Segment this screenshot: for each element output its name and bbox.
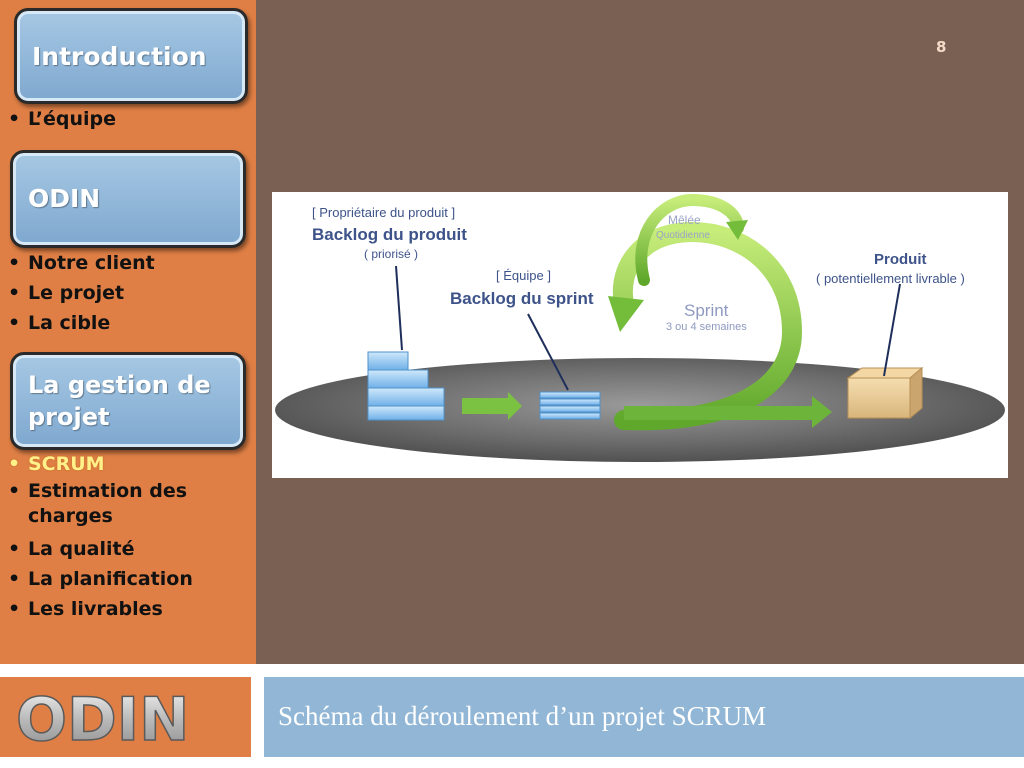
owner-label: [ Propriétaire du produit ] (312, 205, 455, 220)
nav-item-le-projet[interactable]: Le projet (8, 278, 155, 308)
slide-title: Schéma du déroulement d’un projet SCRUM (278, 701, 767, 731)
nav-item-les-livrables[interactable]: Les livrables (8, 594, 208, 624)
nav-item-equipe[interactable]: L’équipe (8, 104, 116, 134)
product-backlog-label: Backlog du produit (312, 225, 467, 244)
product-label: Produit (874, 251, 927, 268)
section-introduction[interactable]: Introduction (14, 8, 248, 104)
footer-logo-panel (0, 677, 251, 757)
odin-items: Notre client Le projet La cible (8, 248, 155, 338)
section-odin[interactable]: ODIN (10, 150, 246, 248)
sprint-duration-label: 3 ou 4 semaines (666, 321, 747, 333)
daily-scrum-label: Mêlée (668, 213, 701, 227)
prioritized-label: ( priorisé ) (364, 247, 418, 261)
section-gestion-de-projet[interactable]: La gestion de projet (10, 352, 246, 450)
team-label: [ Équipe ] (496, 268, 551, 283)
nav-item-estimation-des-charges[interactable]: Estimation des charges (8, 479, 208, 529)
scrum-process-diagram: [ Propriétaire du produit ] Backlog du p… (272, 192, 1008, 478)
product-pointer-line (883, 283, 901, 377)
sprint-label: Sprint (684, 301, 729, 320)
team-pointer-line (527, 313, 569, 391)
nav-item-la-planification[interactable]: La planification (8, 564, 208, 594)
sprint-backlog-label: Backlog du sprint (450, 289, 594, 308)
nav-item-la-qualite[interactable]: La qualité (8, 534, 208, 564)
nav-item-la-cible[interactable]: La cible (8, 308, 155, 338)
daily-label: Quotidienne (656, 230, 710, 241)
nav-item-notre-client[interactable]: Notre client (8, 248, 155, 278)
backlog-to-sprint-arrow (462, 392, 522, 420)
nav-item-scrum[interactable]: SCRUM (8, 449, 208, 479)
slide-title-bar (264, 677, 1024, 757)
daily-loop-arrow (635, 193, 744, 286)
page-number: 8 (936, 38, 947, 56)
odin-logo-text: ODIN (16, 685, 189, 748)
odin-logo: ODIN (15, 684, 189, 748)
shippable-label: ( potentiellement livrable ) (816, 271, 965, 286)
owner-pointer-line (395, 265, 403, 351)
sprint-backlog-stack-icon (539, 391, 601, 420)
introduction-items: L’équipe (8, 104, 116, 134)
product-backlog-stack-icon (367, 351, 445, 421)
gestion-items: SCRUM Estimation des charges La qualité … (8, 449, 208, 624)
